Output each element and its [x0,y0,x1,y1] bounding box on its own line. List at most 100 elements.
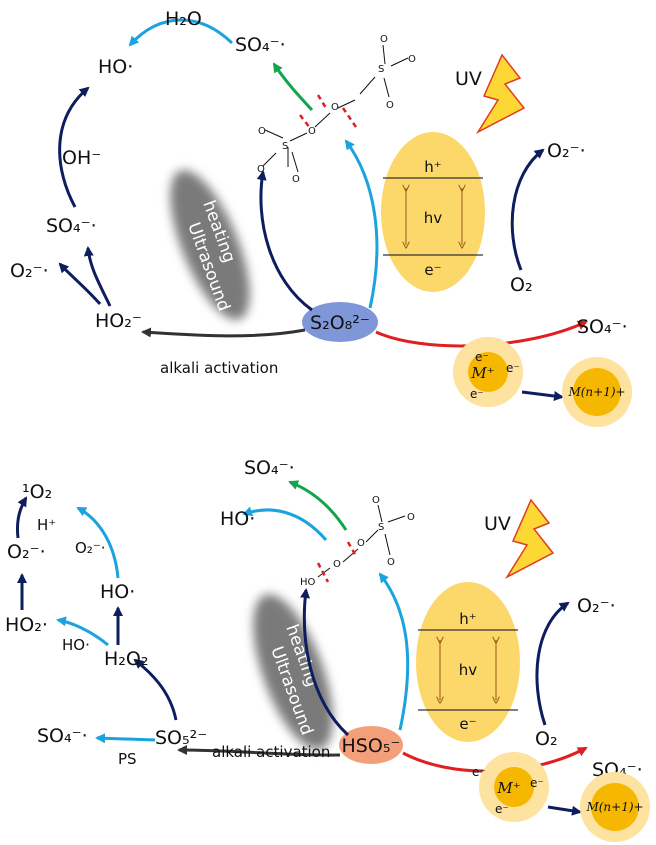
bottom-h2o2-to-ho2-arrow [56,616,109,647]
bottom-metal-label: M⁺ [496,779,520,797]
bottom-ps: PS [118,750,137,768]
bottom-h2o2: H₂O₂ [104,648,148,670]
bottom-cleavage-mark-2 [346,541,358,557]
bottom-so5-to-h2o2-arrow [133,658,178,721]
bottom-panel: heating Ultrasound HSO₅⁻ h⁺ hv e⁻ UV O₂ … [5,457,650,842]
bottom-atom-ho: HO [300,577,316,588]
top-metal-ox-label: M(n+1)+ [567,385,625,399]
top-so4-radical-right: SO₄⁻· [577,316,628,338]
top-alkali-label: alkali activation [160,359,278,377]
bottom-atom-o-1: O [333,559,341,570]
top-metal-label: M⁺ [470,364,494,382]
bottom-metal-oxidation-arrow [547,805,582,816]
bottom-atom-o-3: O [372,495,380,506]
bottom-metal-ox-core [591,783,639,831]
top-metal-ox-core [573,368,621,416]
top-electron-c: e⁻ [470,387,484,401]
bottom-so4-radical-left: SO₄⁻· [37,725,88,747]
bottom-o2-radical-b: O₂⁻· [75,539,106,557]
top-atom-o-4: O [308,126,316,137]
top-so4-to-ho-water-arrow [128,18,234,47]
top-atom-o-5: O [331,102,339,113]
top-uv-bolt-icon [475,53,526,134]
top-o2-reduction-arrow [510,148,545,271]
top-o2-radical: O₂⁻· [547,140,586,162]
top-metal-core [468,352,508,392]
bottom-heat-activation-arrow [300,588,350,737]
top-atom-o-3: O [292,174,300,185]
top-so4-to-ho-arrow [58,86,90,208]
top-s2o8-label: S₂O₈²⁻ [310,312,370,334]
top-so4-radical-top: SO₄⁻· [235,34,286,56]
bottom-ho-radical-low: HO· [62,636,90,654]
top-o2-radical-left: O₂⁻· [10,260,49,282]
bottom-ho-to-1o2-arrow [76,506,120,579]
bottom-atom-o-5: O [387,557,395,568]
bottom-uv-bolt-icon [504,498,555,579]
bottom-alkali-arrow [177,745,341,757]
bottom-h-plus: h⁺ [459,610,476,628]
top-s2o8-blob [302,302,378,342]
top-atom-o-8: O [386,100,394,111]
top-atom-o-2: O [257,164,265,175]
bottom-o2-radical-a: O₂⁻· [7,541,46,563]
bottom-heating-blob [253,594,333,750]
top-persulfate-structure [262,44,409,173]
top-e-minus: e⁻ [424,261,441,279]
top-ho-radical: HO· [98,56,133,78]
bottom-uv-label: UV [484,513,511,535]
top-o2: O₂ [510,274,533,296]
bottom-metal-ox-label: M(n+1)+ [585,800,643,814]
top-cleavage-mark-2 [341,107,360,131]
top-heating-blob [170,170,250,320]
bottom-cleavage-mark-1 [316,562,330,583]
top-metal-oxidation-arrow [521,390,564,401]
top-ho2-minus: HO₂⁻ [95,310,142,332]
top-photocatalyst [381,132,485,292]
bottom-ho-radical-mid: HO· [100,581,135,603]
top-h-plus: h⁺ [424,158,441,176]
top-uv-label: UV [455,68,482,90]
top-atom-s-2: S [378,64,384,75]
bottom-o2-to-1o2-arrow [16,496,28,539]
top-cleavage-mark-3 [316,94,328,109]
top-so4-radical-left: SO₄⁻· [46,215,97,237]
bottom-atom-s: S [378,522,384,533]
bottom-uv-activation-arrow [378,572,410,731]
bottom-so5: SO₅²⁻ [155,727,207,749]
bottom-pms-structure [317,504,406,578]
top-alkali-arrow [141,327,306,338]
bottom-ho-radical-top: HO· [220,508,255,530]
bottom-e-minus: e⁻ [459,715,476,733]
top-atom-o-7: O [408,54,416,65]
top-heat-activation-arrow [256,170,313,312]
bottom-hv: hv [459,661,478,679]
top-atom-o-6: O [380,34,388,45]
bottom-o2: O₂ [535,728,558,750]
top-uv-activation-arrow [344,139,379,309]
top-atom-o-1: O [258,126,266,137]
bottom-ho2-radical: HO₂· [5,614,48,636]
bottom-metal-core [494,767,534,807]
top-ho2-to-o2-arrow [58,262,102,305]
bottom-hso5-label: HSO₅⁻ [342,735,401,757]
top-electron-b: e⁻ [475,350,489,364]
bottom-so4-formation-arrow [288,480,348,531]
bottom-hso5-blob [339,726,403,764]
bottom-so4-radical-top: SO₄⁻· [244,457,295,479]
bottom-electron-b: e⁻ [472,765,486,779]
bottom-singlet-o2: ¹O₂ [22,481,52,503]
bottom-alkali-label: alkali activation [212,743,330,761]
bottom-so5-to-so4-arrow [95,733,156,744]
top-electron-a: e⁻ [506,361,520,375]
bottom-atom-o-2: O [357,538,365,549]
top-ho2-to-so4-arrow [83,246,112,307]
top-hv: hv [424,209,443,227]
bottom-o2-reduction-arrow [535,601,570,726]
bottom-h-plus-small: H⁺ [37,516,56,534]
bottom-atom-o-4: O [407,512,415,523]
bottom-ho-formation-arrow [242,506,328,541]
bottom-o2-radical: O₂⁻· [577,595,616,617]
bottom-electron-c: e⁻ [495,802,509,816]
top-atom-s-1: S [282,141,288,152]
